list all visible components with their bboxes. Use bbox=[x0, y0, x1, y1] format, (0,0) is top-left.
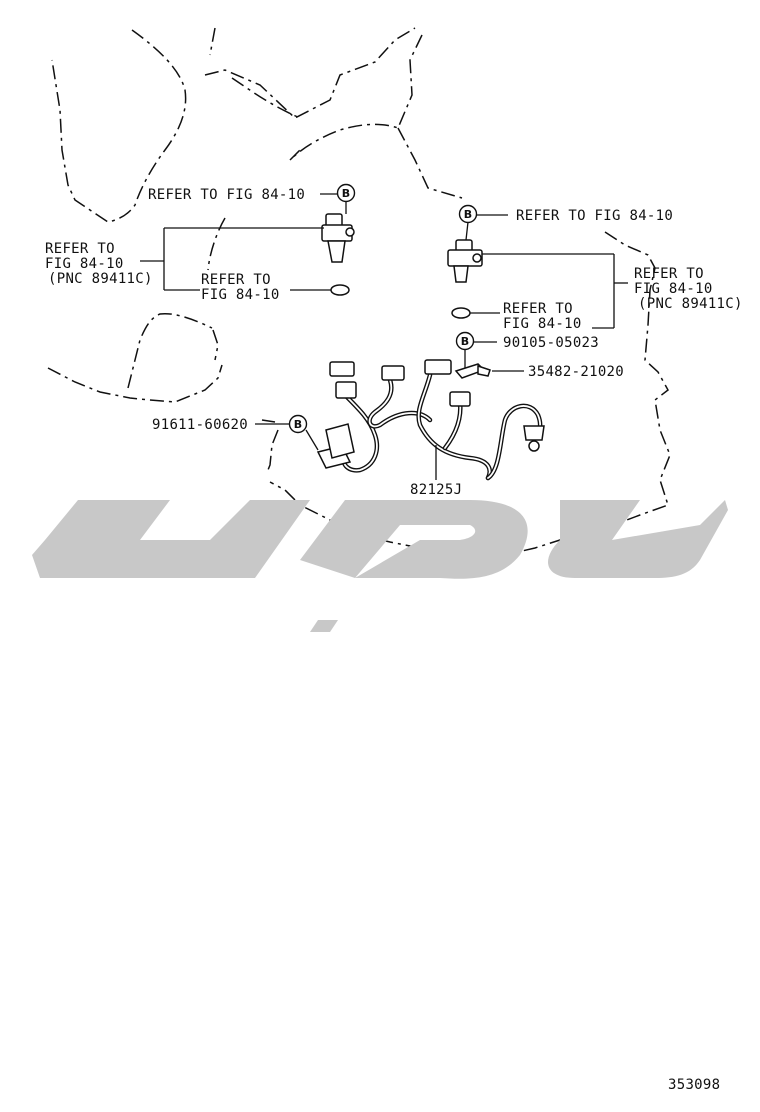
left-callout-marker: B bbox=[336, 183, 356, 203]
connector-callout-marker: B bbox=[288, 414, 308, 434]
connector-clip-part-number: 91611-60620 bbox=[152, 417, 248, 433]
refer-left-top-label: REFER TO FIG 84-10 bbox=[148, 187, 305, 203]
refer-left-bracket-line1: REFER TO bbox=[45, 241, 115, 257]
refer-right-bracket-line3: (PNC 89411C) bbox=[638, 296, 743, 312]
left-callout-leaders bbox=[140, 193, 347, 291]
refer-right-top-label: REFER TO FIG 84-10 bbox=[516, 208, 673, 224]
bolt-part-number: 90105-05023 bbox=[503, 335, 599, 351]
refer-left-small-line1: REFER TO bbox=[201, 272, 271, 288]
refer-left-small-line2: FIG 84-10 bbox=[201, 287, 280, 303]
right-callout-leaders bbox=[464, 214, 628, 372]
left-cam-sensor bbox=[321, 213, 355, 263]
right-cam-sensor bbox=[447, 239, 483, 283]
right-callout-marker-top: B bbox=[458, 204, 478, 224]
right-callout-marker-bolt: B bbox=[455, 331, 475, 351]
callout-b-connector-text: B bbox=[294, 418, 302, 431]
bolt-part bbox=[454, 363, 491, 379]
refer-right-small-line1: REFER TO bbox=[503, 301, 573, 317]
figure-number: 353098 bbox=[668, 1077, 720, 1093]
right-o-ring bbox=[451, 307, 471, 319]
callout-b-right-top-text: B bbox=[464, 208, 472, 221]
refer-right-bracket-line1: REFER TO bbox=[634, 266, 704, 282]
refer-right-small-line2: FIG 84-10 bbox=[503, 316, 582, 332]
callout-b-bolt-text: B bbox=[461, 335, 469, 348]
wire-harness bbox=[329, 359, 545, 481]
clamp-part-number: 35482-21020 bbox=[528, 364, 624, 380]
watermark-logo bbox=[32, 500, 728, 632]
harness-part-number: 82125J bbox=[410, 482, 462, 498]
left-o-ring bbox=[330, 284, 350, 296]
connector-clip bbox=[305, 423, 355, 469]
engine-outline bbox=[47, 27, 671, 557]
callout-b-left-text: B bbox=[342, 187, 350, 200]
refer-left-bracket-line2: FIG 84-10 bbox=[45, 256, 124, 272]
refer-right-bracket-line2: FIG 84-10 bbox=[634, 281, 713, 297]
refer-left-bracket-line3: (PNC 89411C) bbox=[48, 271, 153, 287]
